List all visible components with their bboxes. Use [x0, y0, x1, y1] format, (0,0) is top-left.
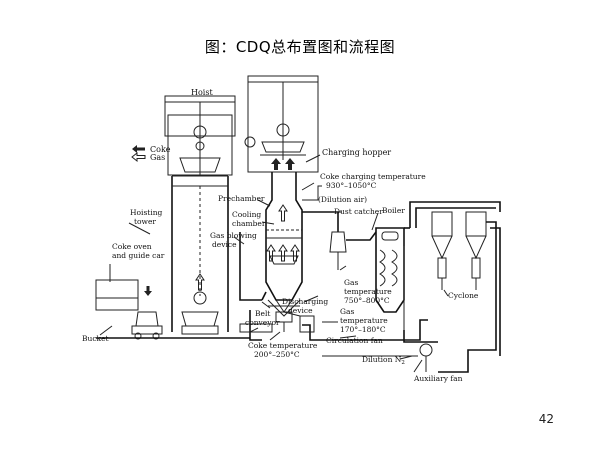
label-gas-blowing-1: Gas blowing: [210, 231, 257, 240]
discharging-device: [239, 299, 315, 333]
label-coke-charging-temp-range: 930°–1050°C: [326, 181, 377, 190]
diagram-labels: Hoist Charging hopper Coke charging temp…: [82, 88, 479, 383]
leader-lines: [99, 154, 449, 373]
boiler: [375, 201, 440, 343]
label-circulation-fan: Circulation fan: [326, 336, 383, 345]
label-gas-blowing-2: device: [212, 240, 237, 249]
label-coke-temp-2: 200°–250°C: [254, 350, 300, 359]
label-discharging-1: Discharging: [282, 297, 328, 306]
label-gas-temp-a-1: Gas: [344, 278, 358, 287]
label-gas-temp-b-2: temperature: [340, 316, 388, 325]
label-charging-hopper: Charging hopper: [322, 148, 391, 157]
label-cooling-chamber-2: chamber: [232, 219, 266, 228]
legend: Coke Gas: [131, 145, 171, 163]
label-coke-charging-temp: Coke charging temperature: [320, 172, 426, 181]
label-cyclone: Cyclone: [448, 291, 479, 300]
label-hoisting-tower-1: Hoisting: [130, 208, 163, 217]
label-dust-catcher: Dust catcher: [334, 207, 383, 216]
label-gas-temp-a-2: temperature: [344, 287, 392, 296]
page-number: 42: [538, 412, 554, 426]
label-bucket: Bucket: [82, 334, 109, 343]
label-coke-oven-1: Coke oven: [112, 242, 152, 251]
coke-oven-and-bucket: [95, 273, 250, 340]
slide-title: 图：CDQ总布置图和流程图: [204, 38, 396, 56]
cyclone: [419, 201, 501, 373]
charging-flow-arrows: [266, 158, 300, 262]
label-hoist: Hoist: [191, 88, 213, 97]
label-gas-temp-b-1: Gas: [340, 307, 354, 316]
label-discharging-2: device: [288, 306, 313, 315]
legend-gas: Gas: [150, 153, 165, 162]
label-prechamber: Prechamber: [218, 194, 265, 203]
label-belt-conveyor-1: Belt: [255, 309, 270, 318]
label-coke-oven-2: and guide car: [112, 251, 165, 260]
label-dilution-air: (Dilution air): [318, 195, 367, 204]
label-gas-temp-a-3: 750°–800°C: [344, 296, 390, 305]
label-cooling-chamber-1: Cooling: [232, 210, 261, 219]
label-auxiliary-fan: Auxiliary fan: [413, 374, 463, 383]
label-hoisting-tower-2: tower: [134, 217, 156, 226]
label-belt-conveyor-2: conveyor: [245, 318, 280, 327]
label-dilution-n2: Dilution N2: [362, 355, 405, 366]
hoisting-tower: [164, 95, 236, 332]
label-gas-temp-b-3: 170°–180°C: [340, 325, 386, 334]
label-coke-temp-1: Coke temperature: [248, 341, 318, 350]
label-boiler: Boiler: [382, 206, 405, 215]
legend-coke: Coke: [150, 145, 171, 154]
top-house: [244, 75, 319, 173]
